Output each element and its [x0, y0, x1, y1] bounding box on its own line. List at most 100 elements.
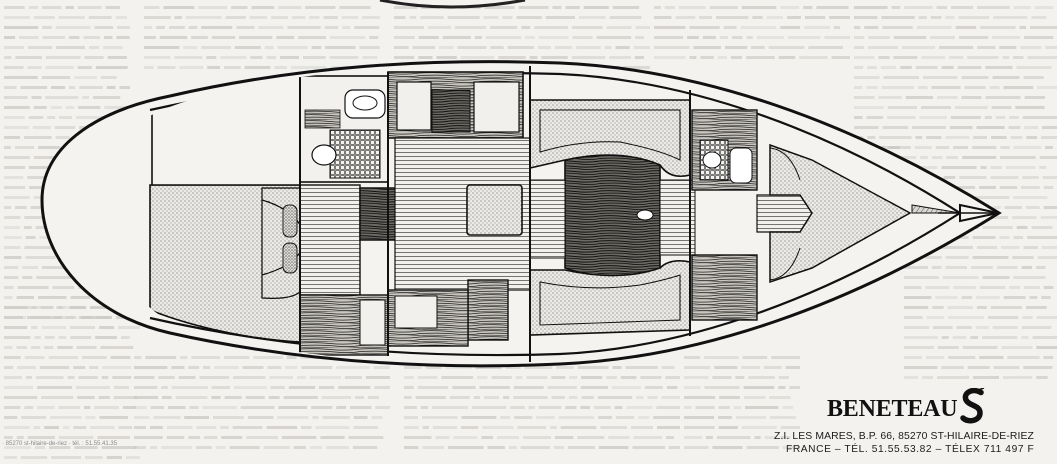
faint-text-line: [1026, 306, 1047, 309]
faint-text-line: [932, 306, 944, 309]
faint-text-line: [4, 226, 20, 229]
faint-text-line: [246, 436, 278, 439]
faint-text-line: [420, 406, 429, 409]
faint-text-line: [609, 56, 631, 59]
faint-text-line: [977, 46, 996, 49]
faint-text-line: [336, 366, 370, 369]
faint-text-line: [951, 6, 974, 9]
faint-text-line: [741, 366, 760, 369]
faint-text-line: [4, 276, 19, 279]
faint-text-line: [31, 326, 38, 329]
faint-text-line: [99, 326, 115, 329]
faint-text-line: [45, 66, 74, 69]
faint-text-line: [175, 396, 208, 399]
faint-text-line: [1039, 156, 1057, 159]
faint-text-line: [625, 366, 658, 369]
faint-text-line: [496, 436, 520, 439]
faint-text-line: [118, 426, 133, 429]
faint-text-line: [1001, 246, 1020, 249]
faint-text-line: [752, 16, 763, 19]
faint-text-line: [95, 66, 128, 69]
faint-text-line: [537, 46, 551, 49]
faint-text-line: [69, 306, 86, 309]
faint-text-line: [362, 56, 378, 59]
faint-text-line: [394, 6, 418, 9]
faint-text-line: [69, 86, 76, 89]
faint-text-line: [4, 86, 17, 89]
faint-text-line: [1027, 236, 1057, 239]
faint-text-line: [4, 406, 21, 409]
faint-text-line: [866, 86, 878, 89]
faint-text-line: [74, 446, 98, 449]
faint-text-line: [435, 436, 450, 439]
faint-text-line: [174, 16, 182, 19]
faint-text-line: [552, 6, 562, 9]
faint-text-line: [541, 56, 568, 59]
faint-text-line: [196, 426, 217, 429]
faint-text-line: [106, 456, 122, 459]
faint-text-line: [76, 386, 110, 389]
faint-text-line: [266, 426, 298, 429]
faint-text-line: [188, 436, 200, 439]
faint-text-line: [48, 356, 79, 359]
faint-text-line: [723, 26, 737, 29]
faint-text-line: [44, 426, 59, 429]
faint-text-line: [578, 16, 606, 19]
faint-text-line: [1013, 6, 1031, 9]
faint-text-line: [83, 36, 101, 39]
faint-text-line: [253, 356, 283, 359]
faint-text-line: [417, 386, 449, 389]
faint-text-line: [854, 86, 863, 89]
faint-text-line: [1043, 356, 1054, 359]
faint-text-line: [1022, 316, 1033, 319]
faint-text-line: [684, 406, 692, 409]
faint-text-line: [4, 56, 12, 59]
faint-text-line: [1041, 136, 1057, 139]
faint-text-line: [485, 36, 521, 39]
faint-text-line: [268, 396, 280, 399]
faint-text-line: [904, 6, 933, 9]
faint-text-line: [725, 46, 748, 49]
faint-text-line: [78, 106, 101, 109]
faint-text-line: [1029, 296, 1038, 299]
faint-text-line: [904, 296, 932, 299]
faint-text-line: [168, 406, 186, 409]
faint-text-line: [973, 376, 999, 379]
faint-text-line: [188, 26, 198, 29]
faint-text-line: [19, 36, 39, 39]
faint-text-line: [615, 46, 630, 49]
faint-text-line: [441, 376, 474, 379]
faint-text-line: [25, 376, 32, 379]
faint-text-line: [24, 216, 58, 219]
faint-text-line: [32, 126, 51, 129]
faint-text-line: [76, 346, 97, 349]
faint-text-line: [878, 96, 902, 99]
faint-text-line: [664, 6, 675, 9]
faint-text-line: [741, 6, 777, 9]
faint-text-line: [731, 36, 743, 39]
faint-text-line: [953, 146, 969, 149]
faint-text-line: [4, 216, 21, 219]
faint-text-line: [780, 6, 800, 9]
faint-text-line: [432, 406, 468, 409]
faint-text-line: [23, 226, 32, 229]
brand-name: BENETEAU: [827, 396, 958, 422]
faint-text-line: [65, 106, 75, 109]
faint-text-line: [4, 186, 26, 189]
faint-text-line: [948, 356, 976, 359]
faint-text-line: [1013, 56, 1024, 59]
faint-text-line: [1036, 316, 1057, 319]
faint-text-line: [569, 376, 578, 379]
faint-text-line: [191, 36, 208, 39]
faint-text-line: [1034, 6, 1054, 9]
faint-text-line: [1025, 206, 1040, 209]
faint-text-line: [699, 16, 712, 19]
faint-text-line: [41, 266, 76, 269]
faint-text-line: [58, 336, 67, 339]
faint-text-line: [982, 336, 1018, 339]
faint-text-line: [1041, 296, 1051, 299]
faint-text-line: [4, 356, 21, 359]
faint-text-line: [355, 396, 364, 399]
faint-text-line: [1039, 166, 1047, 169]
faint-text-line: [4, 446, 32, 449]
